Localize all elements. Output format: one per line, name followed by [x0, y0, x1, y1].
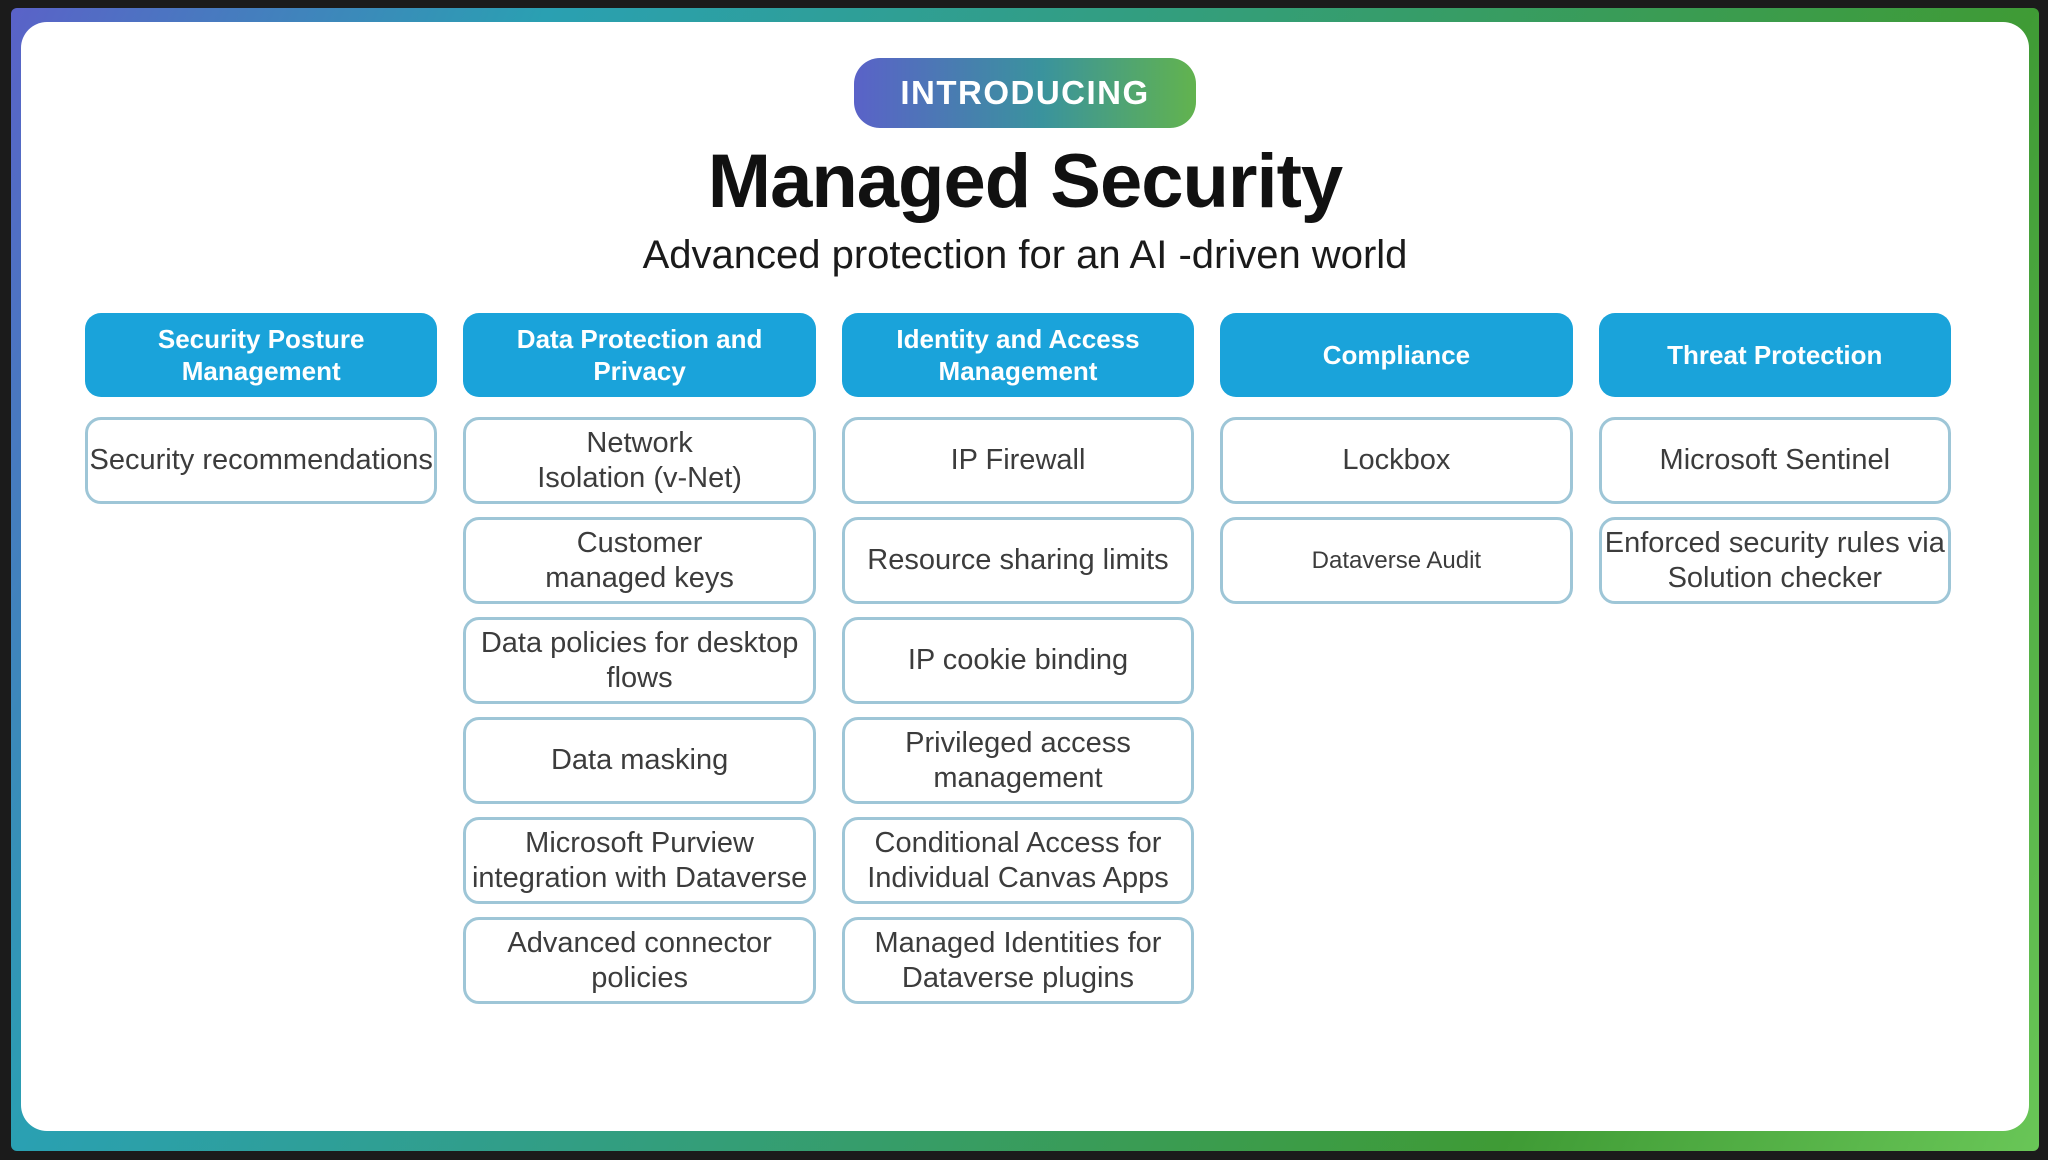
column-compliance: Compliance Lockbox Dataverse Audit	[1220, 313, 1573, 1004]
feature-card-label: Lockbox	[1342, 444, 1451, 477]
slide-title: Managed Security	[707, 139, 1343, 224]
column-header-identity-and-access-management: Identity and Access Management	[841, 313, 1195, 398]
feature-card: Data policies for desktop flows	[463, 617, 816, 705]
feature-card: IP cookie binding	[841, 617, 1195, 705]
feature-card: Data masking	[463, 717, 816, 805]
column-header-data-protection-and-privacy: Data Protection and Privacy	[463, 313, 816, 398]
slide-subtitle: Advanced protection for an AI -driven wo…	[642, 233, 1408, 278]
feature-card-label: Security recommendations	[89, 444, 433, 477]
feature-card-label: Managed Identities for Dataverse plugins	[874, 926, 1162, 994]
feature-card-label: Data policies for desktop flows	[480, 626, 799, 694]
slide-card: INTRODUCING Managed Security Advanced pr…	[21, 22, 2029, 1131]
feature-card-label: Microsoft Sentinel	[1659, 444, 1891, 477]
feature-card: Enforced security rules via Solution che…	[1598, 517, 1951, 605]
feature-card-label: IP cookie binding	[907, 644, 1129, 677]
category-grid: Security Posture Management Security rec…	[85, 313, 1951, 1005]
feature-card-label: IP Firewall	[950, 444, 1086, 477]
feature-card: Microsoft Purview integration with Datav…	[463, 817, 816, 905]
feature-card: Dataverse Audit	[1220, 517, 1573, 605]
feature-card-label: Enforced security rules via Solution che…	[1604, 526, 1945, 594]
feature-card: Managed Identities for Dataverse plugins	[841, 917, 1195, 1005]
feature-card: Network Isolation (v-Net)	[463, 417, 816, 505]
feature-card: Lockbox	[1220, 417, 1573, 505]
column-header-threat-protection: Threat Protection	[1598, 313, 1951, 398]
slide-gradient-border: INTRODUCING Managed Security Advanced pr…	[11, 8, 2039, 1151]
feature-card-label: Dataverse Audit	[1311, 547, 1482, 575]
feature-card-label: Privileged access management	[905, 726, 1131, 794]
column-identity-and-access-management: Identity and Access Management IP Firewa…	[841, 313, 1195, 1005]
feature-card-label: Advanced connector policies	[507, 926, 772, 994]
column-header-security-posture-management: Security Posture Management	[85, 313, 438, 398]
feature-card: Privileged access management	[841, 717, 1195, 805]
introducing-badge-label: INTRODUCING	[900, 74, 1150, 111]
feature-card-label: Network Isolation (v-Net)	[537, 426, 742, 494]
feature-card: Advanced connector policies	[463, 917, 816, 1005]
feature-card: Customer managed keys	[463, 517, 816, 605]
feature-card-label: Conditional Access for Individual Canvas…	[867, 826, 1169, 894]
feature-card: Microsoft Sentinel	[1598, 417, 1951, 505]
feature-card-label: Microsoft Purview integration with Datav…	[471, 826, 808, 894]
column-header-compliance: Compliance	[1220, 313, 1573, 398]
column-threat-protection: Threat Protection Microsoft Sentinel Enf…	[1598, 313, 1951, 1004]
column-security-posture-management: Security Posture Management Security rec…	[85, 313, 438, 1004]
feature-card: IP Firewall	[841, 417, 1195, 505]
column-data-protection-and-privacy: Data Protection and Privacy Network Isol…	[463, 313, 816, 1005]
feature-card-label: Data masking	[550, 744, 729, 777]
feature-card: Security recommendations	[85, 417, 438, 505]
feature-card-label: Customer managed keys	[545, 526, 734, 594]
feature-card: Resource sharing limits	[841, 517, 1195, 605]
feature-card: Conditional Access for Individual Canvas…	[841, 817, 1195, 905]
introducing-badge: INTRODUCING	[854, 58, 1196, 128]
feature-card-label: Resource sharing limits	[867, 544, 1169, 577]
